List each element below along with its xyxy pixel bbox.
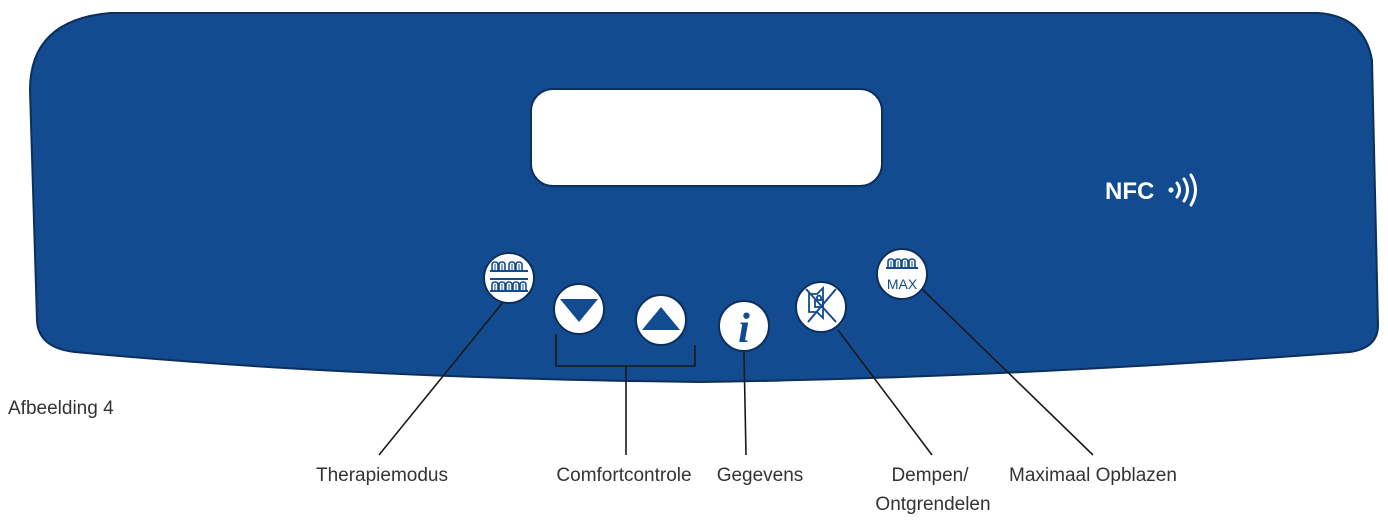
comfort-up-button[interactable]: [635, 294, 687, 346]
therapy-mode-icon: [490, 261, 528, 292]
leader-lines: [378, 287, 1094, 456]
mute-unlock-label-line1: Dempen/: [891, 465, 969, 486]
nfc-logo: NFC: [1105, 173, 1197, 207]
mute-unlock-icon: [805, 285, 837, 323]
max-badge: MAX: [887, 276, 918, 292]
max-inflate-icon: MAX: [886, 258, 918, 292]
leader-info: [743, 351, 747, 456]
nfc-label: NFC: [1105, 178, 1154, 205]
max-inflate-label: Maximaal Opblazen: [1009, 465, 1177, 486]
device-panel: [28, 12, 1380, 384]
therapy-mode-label: Therapiemodus: [316, 465, 448, 486]
leader-therapy: [378, 300, 505, 456]
arrow-down-icon: [560, 299, 598, 322]
info-icon: i: [738, 306, 750, 352]
leader-max: [920, 287, 1094, 456]
figure-caption: Afbeelding 4: [8, 398, 114, 419]
display-window: [530, 88, 883, 187]
mute-unlock-button[interactable]: [795, 281, 847, 333]
info-label: Gegevens: [717, 465, 804, 486]
mute-unlock-label-line2: Ontgrendelen: [875, 494, 990, 515]
info-button[interactable]: i: [718, 300, 770, 352]
comfort-down-button[interactable]: [553, 283, 605, 335]
therapy-mode-button[interactable]: [483, 252, 535, 304]
leader-mute: [837, 329, 933, 456]
max-inflate-button[interactable]: MAX: [876, 248, 928, 300]
arrow-up-icon: [642, 307, 680, 330]
nfc-wave-icon: [1175, 173, 1197, 207]
nfc-dot: [1168, 187, 1174, 193]
comfort-control-label: Comfortcontrole: [556, 465, 691, 486]
